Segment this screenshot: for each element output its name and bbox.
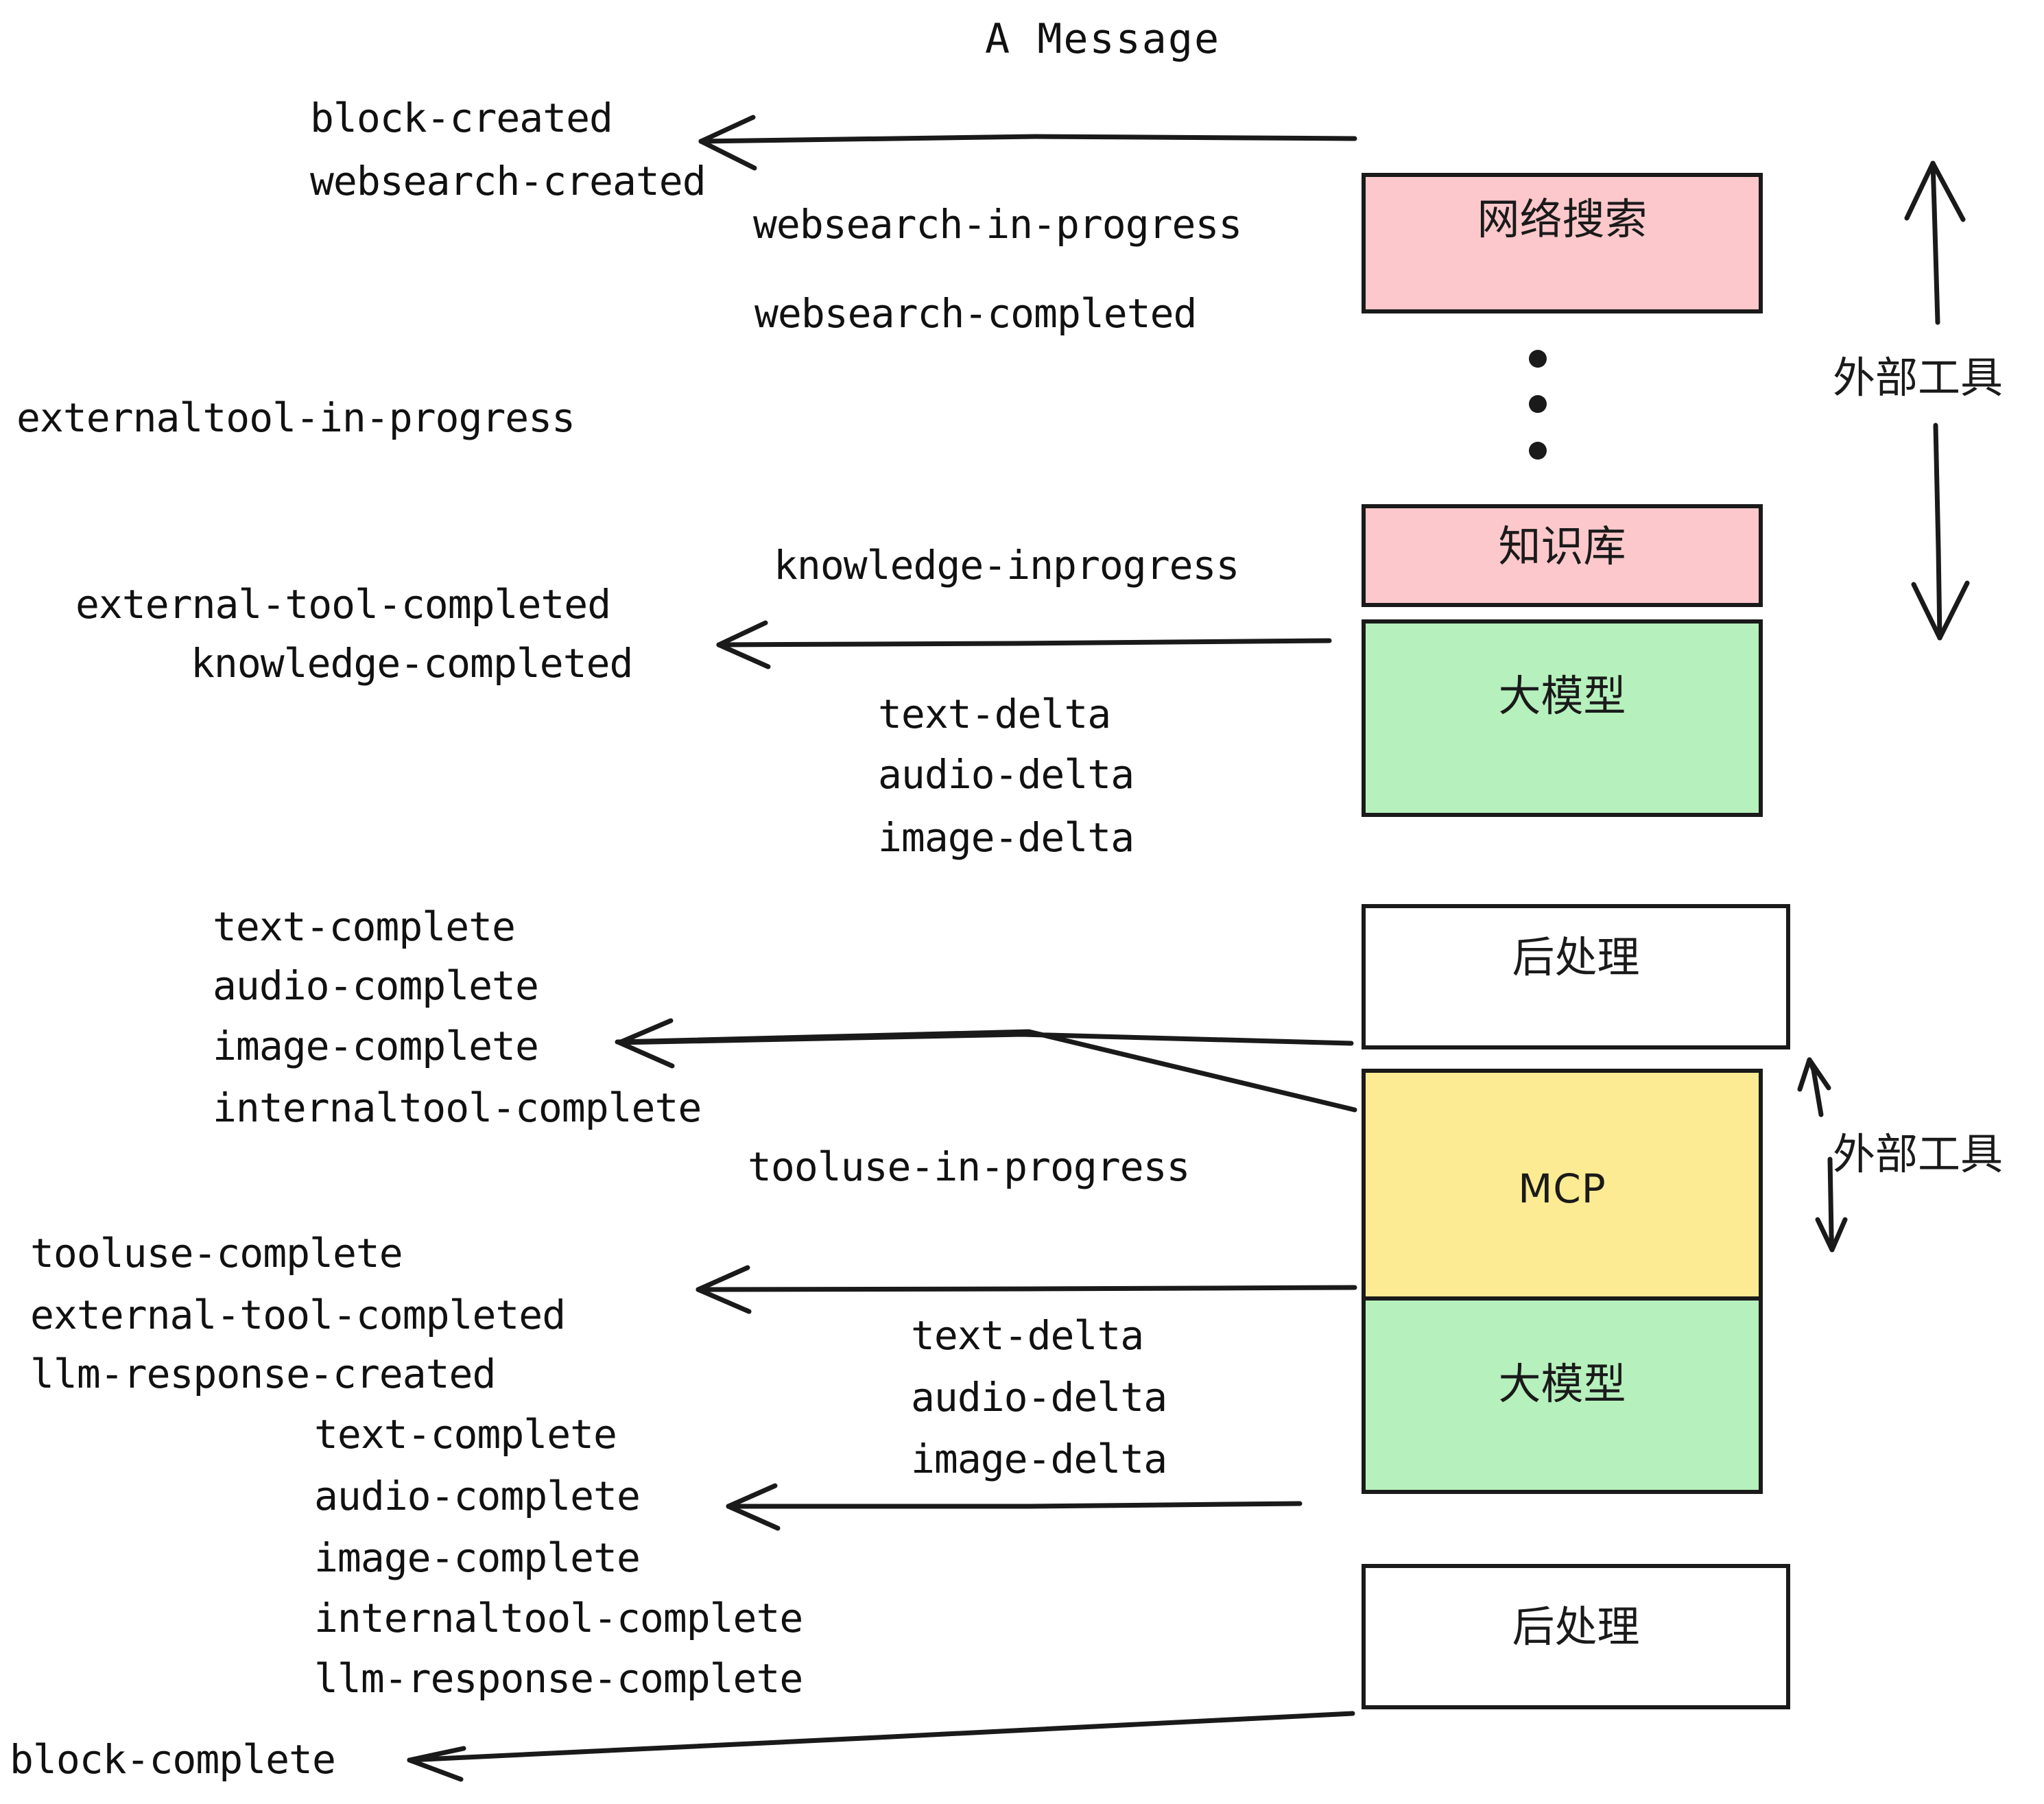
arrow-websearch-to-created [698,115,1357,171]
arrow-mcp-to-tooluse-complete [696,1265,1357,1314]
external-tool-label-bottom: 外部工具 [1833,1129,2004,1179]
event-label-externaltool-in-progress: externaltool-in-progress [16,394,575,441]
event-label-audio-complete-1: audio-complete [213,962,539,1009]
arrow-external-tool-top-up [1904,161,1966,325]
arrow-knowledge-to-completed [716,620,1332,669]
box-llm-first-label: 大模型 [1498,671,1626,721]
event-label-tooluse-in-progress: tooluse-in-progress [748,1143,1190,1190]
event-label-tooluse-complete: tooluse-complete [30,1230,403,1277]
event-label-block-created: block-created [310,95,613,141]
box-websearch-label: 网络搜索 [1477,194,1648,244]
event-label-websearch-created: websearch-created [310,158,706,204]
event-label-text-complete-2: text-complete [314,1411,617,1458]
box-postprocess-first[interactable]: 后处理 [1362,904,1790,1049]
ellipsis-dot-icon [1529,395,1547,413]
event-label-text-delta-1: text-delta [878,691,1111,737]
event-label-audio-complete-2: audio-complete [314,1473,641,1519]
box-mcp-label: MCP [1518,1165,1606,1212]
box-postprocess-second[interactable]: 后处理 [1362,1564,1790,1709]
event-label-internaltool-complete-1: internaltool-complete [213,1084,702,1131]
arrow-external-tool-bottom-up [1797,1057,1831,1117]
box-knowledge-label: 知识库 [1498,521,1626,571]
event-label-image-delta-2: image-delta [911,1436,1167,1482]
arrow-postprocess-to-block-complete [407,1711,1355,1782]
event-label-text-complete-1: text-complete [213,903,516,950]
event-label-text-delta-2: text-delta [911,1312,1144,1359]
box-llm-first[interactable]: 大模型 [1362,619,1763,817]
event-label-image-complete-1: image-complete [213,1023,539,1069]
event-label-knowledge-inprogress: knowledge-inprogress [774,542,1239,589]
event-label-block-complete: block-complete [10,1736,336,1783]
event-label-knowledge-completed: knowledge-completed [191,640,633,687]
box-knowledge[interactable]: 知识库 [1362,504,1763,607]
box-llm-second-label: 大模型 [1498,1359,1626,1409]
event-label-image-complete-2: image-complete [314,1534,641,1581]
event-label-llm-response-created: llm-response-created [30,1351,496,1397]
arrow-to-image-complete [617,1018,1354,1069]
event-label-llm-response-complete: llm-response-complete [314,1655,803,1702]
event-label-websearch-completed: websearch-completed [754,290,1197,337]
arrow-postprocess-to-image-complete [615,1029,1357,1113]
box-websearch[interactable]: 网络搜索 [1362,173,1763,313]
ellipsis-dot-icon [1529,350,1547,368]
event-label-audio-delta-1: audio-delta [878,751,1134,798]
event-label-websearch-in-progress: websearch-in-progress [753,201,1242,248]
event-label-external-tool-completed-1: external-tool-completed [75,581,611,628]
arrow-external-tool-top-down [1911,423,1970,641]
event-label-audio-delta-2: audio-delta [911,1374,1167,1421]
external-tool-label-top: 外部工具 [1833,353,2004,403]
event-label-image-delta-1: image-delta [878,814,1134,861]
arrow-llm-to-audio-complete [726,1483,1303,1531]
diagram-title: A Message [985,15,1221,63]
ellipsis-dot-icon [1529,442,1547,460]
box-llm-second[interactable]: 大模型 [1362,1296,1763,1494]
box-mcp[interactable]: MCP [1362,1069,1763,1317]
box-postprocess-second-label: 后处理 [1512,1602,1640,1652]
event-label-external-tool-completed-2: external-tool-completed [30,1292,566,1338]
event-label-internaltool-complete-2: internaltool-complete [314,1595,803,1641]
box-postprocess-first-label: 后处理 [1512,932,1640,982]
